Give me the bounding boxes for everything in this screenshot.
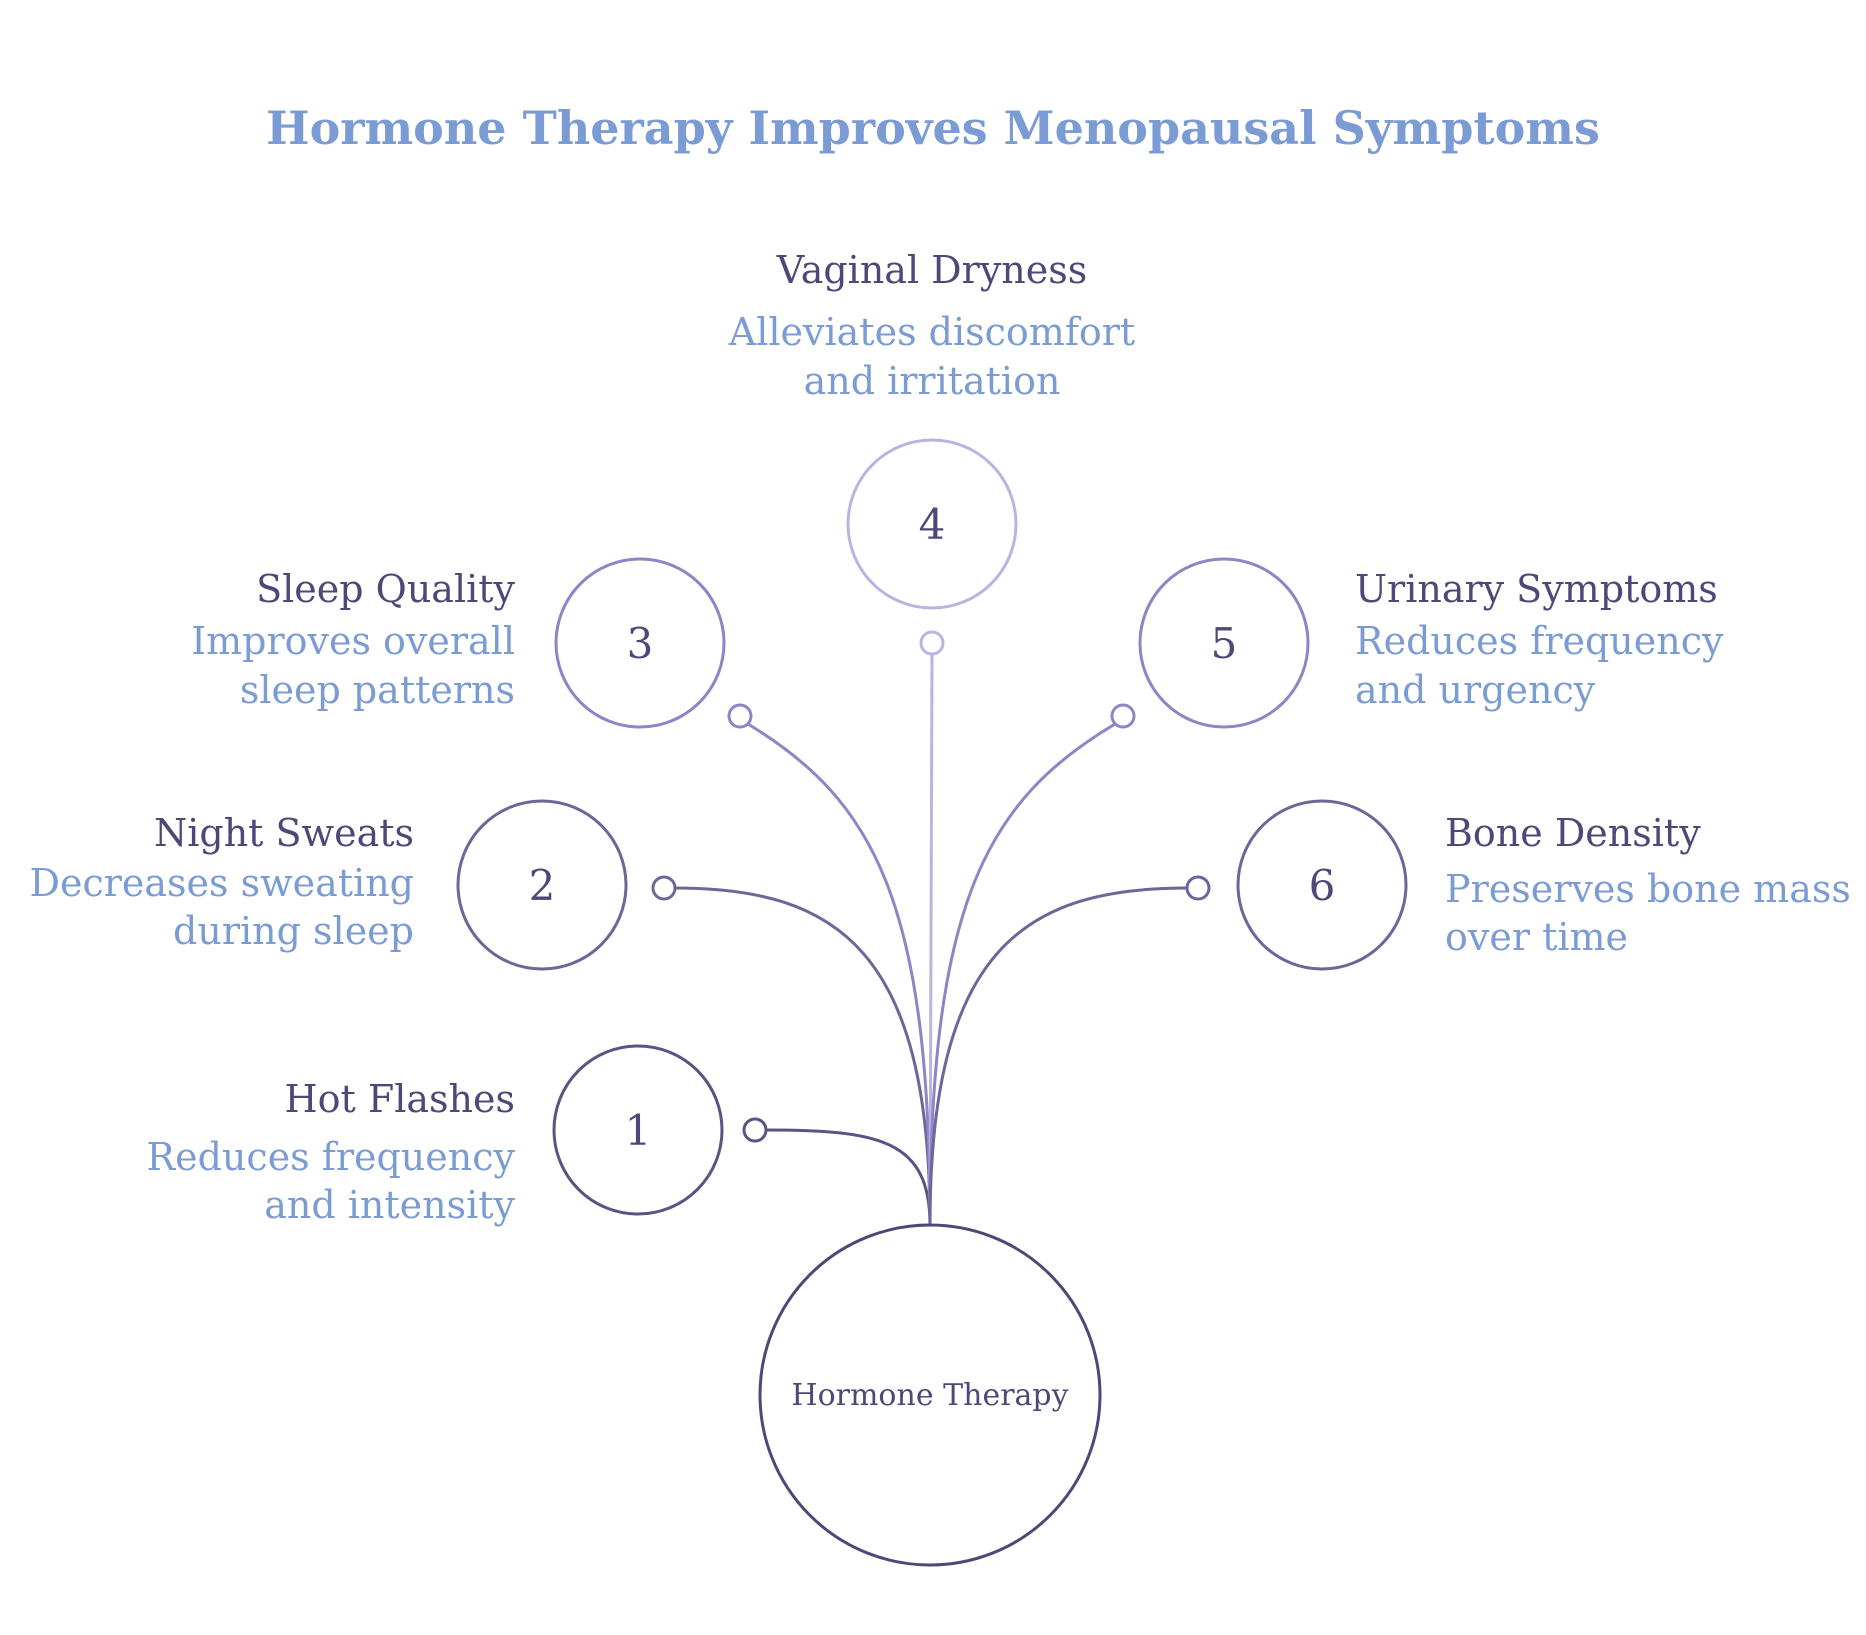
connector-3 — [747, 722, 932, 1226]
node-circle-1 — [552, 1044, 724, 1216]
symptom-nodes: 1 2 3 4 5 6 — [456, 438, 1408, 1216]
node-number-2: 2 — [529, 861, 556, 910]
item-desc-3-line-2: sleep patterns — [240, 668, 515, 712]
item-desc-3-line-1: Improves overall — [191, 619, 515, 663]
item-desc-1-line-2: and intensity — [264, 1183, 515, 1227]
connector-dot-6 — [1185, 875, 1211, 901]
node-number-6: 6 — [1309, 861, 1336, 910]
item-desc-4-line-2: and irritation — [804, 359, 1061, 403]
connector-4 — [928, 653, 934, 1226]
connector-5 — [928, 722, 1116, 1226]
center-node: Hormone Therapy — [758, 1223, 1102, 1567]
connector-1 — [765, 1128, 932, 1226]
item-desc-2-line-1: Decreases sweating — [29, 861, 414, 905]
node-number-3: 3 — [627, 619, 654, 668]
item-heading-1: Hot Flashes — [284, 1077, 515, 1121]
connector-dot-1 — [742, 1117, 768, 1143]
node-number-4: 4 — [919, 500, 946, 549]
item-desc-4-line-1: Alleviates discomfort — [728, 310, 1135, 354]
connector-dot-2 — [651, 875, 677, 901]
item-desc-2-line-2: during sleep — [173, 909, 414, 953]
item-heading-6: Bone Density — [1445, 811, 1701, 855]
node-number-1: 1 — [625, 1106, 652, 1155]
node-circle-5 — [1138, 557, 1310, 729]
node-circle-4 — [846, 438, 1018, 610]
item-heading-4: Vaginal Dryness — [776, 248, 1088, 292]
item-desc-6-line-2: over time — [1445, 915, 1628, 959]
connectors — [651, 630, 1211, 1226]
node-circle-2 — [456, 799, 628, 971]
item-desc-6-line-1: Preserves bone mass — [1445, 867, 1851, 911]
connector-6 — [928, 886, 1188, 1226]
node-circle-6 — [1236, 799, 1408, 971]
item-heading-5: Urinary Symptoms — [1355, 567, 1718, 611]
center-circle — [758, 1223, 1102, 1567]
node-number-5: 5 — [1211, 619, 1238, 668]
center-label: Hormone Therapy — [791, 1378, 1068, 1413]
connector-dot-5 — [1110, 703, 1136, 729]
node-circle-3 — [554, 557, 726, 729]
diagram-title: Hormone Therapy Improves Menopausal Symp… — [266, 101, 1600, 155]
item-desc-5-line-1: Reduces frequency — [1355, 619, 1724, 663]
item-heading-3: Sleep Quality — [256, 567, 515, 611]
item-desc-1-line-1: Reduces frequency — [147, 1135, 516, 1179]
item-heading-2: Night Sweats — [154, 811, 414, 855]
connector-2 — [674, 886, 932, 1226]
connector-dot-3 — [727, 703, 753, 729]
item-desc-5-line-2: and urgency — [1355, 668, 1596, 712]
connector-dot-4 — [919, 630, 945, 656]
